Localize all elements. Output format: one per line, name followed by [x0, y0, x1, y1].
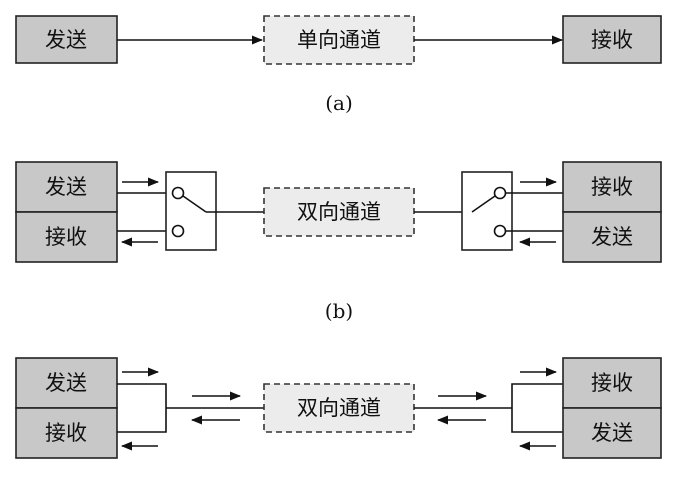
- panel-a-sender-label: 发送: [45, 28, 87, 52]
- panel-c: 发送 接收 双向通道 接收 发送: [15, 357, 662, 459]
- panel-b-left-bottom-box: [15, 211, 118, 263]
- panel-c-left-bottom-box: [15, 407, 118, 459]
- panel-b-right-bottom-label: 发送: [591, 225, 633, 249]
- panel-a-receiver-label: 接收: [591, 28, 633, 52]
- panel-a-sender-box: [15, 15, 118, 64]
- panel-b-caption: (b): [325, 299, 353, 323]
- panel-c-channel-label: 双向通道: [297, 396, 381, 420]
- panel-b-left-switch-blade: [182, 195, 207, 213]
- panel-b-channel-box: [263, 187, 415, 237]
- panel-c-right-bottom-label: 发送: [591, 421, 633, 445]
- panel-b-left-top-box: [15, 161, 118, 213]
- panel-c-left-bottom-label: 接收: [45, 421, 87, 445]
- panel-c-channel-box: [263, 383, 415, 433]
- panel-a-channel-box: [263, 15, 415, 65]
- panel-a: 发送 单向通道 接收 (a): [15, 15, 662, 115]
- panel-b-right-switch-blade: [471, 195, 496, 213]
- panel-b-left-switch: [165, 171, 217, 251]
- panel-b-right-switch: [461, 171, 513, 251]
- panel-c-right-top-box: [562, 357, 662, 409]
- panel-b-right-top-box: [562, 161, 662, 213]
- panel-c-left-top-box: [15, 357, 118, 409]
- panel-b-right-top-label: 接收: [591, 175, 633, 199]
- panel-b-right-bottom-box: [562, 211, 662, 263]
- panel-b-left-switch-contact-top: [171, 186, 185, 200]
- panel-c-left-top-label: 发送: [45, 371, 87, 395]
- panel-b-right-switch-contact-bottom: [493, 224, 507, 238]
- panel-b: 发送 接收 双向通道 接收 发送 (b): [15, 161, 662, 323]
- panel-b-left-switch-contact-bottom: [171, 224, 185, 238]
- panel-b-left-bottom-label: 接收: [45, 225, 87, 249]
- panel-b-channel-label: 双向通道: [297, 200, 381, 224]
- panel-c-right-top-label: 接收: [591, 371, 633, 395]
- panel-c-right-bracket: [511, 383, 563, 433]
- panel-a-receiver-box: [562, 15, 662, 64]
- panel-a-channel-label: 单向通道: [297, 28, 381, 52]
- panel-a-caption: (a): [325, 91, 353, 115]
- panel-c-left-bracket: [117, 383, 167, 433]
- panel-b-left-top-label: 发送: [45, 175, 87, 199]
- panel-c-right-bottom-box: [562, 407, 662, 459]
- panel-b-right-switch-contact-top: [493, 186, 507, 200]
